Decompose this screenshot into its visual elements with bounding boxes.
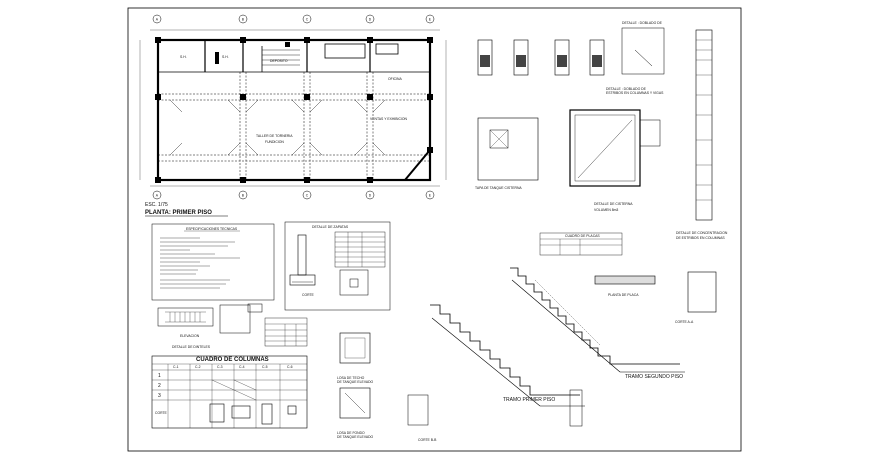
- col-row-3: 3: [158, 393, 161, 399]
- plan-scale: ESC. 1/75: [145, 202, 168, 208]
- lintels-title: DETALLE DE DINTELES: [172, 345, 211, 349]
- columns-section: CORTE: [155, 411, 168, 415]
- lintels-detail: ELEVACION DETALLE DE DINTELES: [157, 303, 308, 349]
- plan-columns: [155, 37, 433, 183]
- col-header-4: C-4: [239, 365, 245, 369]
- room-workshop: TALLER DE TORNERIA: [256, 134, 293, 138]
- plan-outer-walls: [156, 38, 432, 182]
- concentration-line1: DETALLE DE CONCENTRACION: [676, 231, 728, 235]
- tank-bottom-label1: LOSA DE FONDO: [337, 431, 365, 435]
- col-header-1: C-1: [173, 365, 179, 369]
- cistern-lid-title: TAPA DE TANQUE CISTERNA: [475, 186, 522, 190]
- room-foundry: FUNDICION: [265, 140, 284, 144]
- grid-top-d: D: [369, 17, 372, 21]
- grid-axis-top: A B C D E: [152, 14, 435, 24]
- col-header-6: C-6: [287, 365, 293, 369]
- col-header-2: C-2: [195, 365, 201, 369]
- footings-section: CORTE: [302, 293, 315, 297]
- grid-bottom-a: A: [156, 193, 159, 197]
- stirrup-detail-top: DETALLE : DOBLADO DE: [622, 21, 663, 25]
- plan-title: PLANTA: PRIMER PISO: [145, 210, 212, 216]
- tank-top-label2: DE TANQUE ELEVADO: [337, 380, 374, 384]
- stairs-first-label: TRAMO PRIMER PISO: [503, 397, 555, 403]
- footings-title: DETALLE DE ZAPATAS: [312, 225, 349, 229]
- room-office: OFICINA: [388, 77, 402, 81]
- slab-table-title: CUADRO DE PLACAS: [565, 234, 600, 238]
- concentration-line2: DE ESTRIBOS EN COLUMNAS: [676, 236, 725, 240]
- grid-top-e: E: [429, 17, 432, 21]
- slab-details: CUADRO DE PLACAS PLANTA DE PLACA CORTE A…: [539, 232, 717, 324]
- stairs-section: TRAMO SEGUNDO PISO TRAMO PRIMER PISO COR…: [407, 267, 685, 442]
- grid-top-b: B: [242, 17, 245, 21]
- stirrup-detail-line2: ESTRIBOS EN COLUMNAS Y VIGAS: [606, 91, 664, 95]
- slab-plan-title: PLANTA DE PLACA: [608, 293, 639, 297]
- sheet-border: [127, 7, 742, 452]
- tank-bottom-label2: DE TANQUE ELEVADO: [337, 435, 374, 439]
- tank-top-label1: LOSA DE TECHO: [337, 376, 365, 380]
- grid-bottom-c: C: [306, 193, 309, 197]
- grid-top-c: C: [306, 17, 309, 21]
- footings-detail: DETALLE DE ZAPATAS CORTE: [284, 221, 391, 311]
- stirrup-detail-line1: DETALLE : DOBLADO DE: [606, 87, 647, 91]
- col-row-2: 2: [158, 383, 161, 389]
- room-bath1: S.H.: [180, 55, 187, 59]
- specifications-block: ESPECIFICACIONES TECNICAS: [151, 223, 275, 301]
- plan-stair: [262, 49, 300, 66]
- slab-cut: CORTE A-A: [675, 320, 694, 324]
- grid-bottom-e: E: [429, 193, 432, 197]
- grid-bottom-b: B: [242, 193, 245, 197]
- specs-title: ESPECIFICACIONES TECNICAS: [186, 227, 238, 231]
- cistern-detail-title: DETALLE DE CISTERNA: [594, 202, 633, 206]
- columns-table: CUADRO DE COLUMNAS C-1 C-2 C-3 C-4 C-5 C…: [151, 355, 308, 429]
- tank-slabs: LOSA DE TECHO DE TANQUE ELEVADO LOSA DE …: [337, 332, 374, 439]
- grid-bottom-d: D: [369, 193, 372, 197]
- stirrup-concentration: DETALLE DE CONCENTRACION DE ESTRIBOS EN …: [676, 29, 728, 240]
- columns-title: CUADRO DE COLUMNAS: [196, 357, 269, 363]
- floor-plan: A B C D E A B C D E: [139, 14, 447, 217]
- room-store: DEPOSITO: [270, 59, 288, 63]
- col-row-1: 1: [158, 373, 161, 379]
- grid-top-a: A: [156, 17, 159, 21]
- lintels-section: ELEVACION: [180, 334, 200, 338]
- cistern-volume: VOLUMEN 8m3: [594, 208, 618, 212]
- cistern-details: TAPA DE TANQUE CISTERNA DETALLE DE CISTE…: [475, 109, 661, 212]
- room-sales: VENTAS Y EXHIBICION: [370, 117, 407, 121]
- column-beam-details: DETALLE : DOBLADO DE DETALLE : DOBLADO D…: [477, 21, 665, 95]
- col-header-3: C-3: [217, 365, 223, 369]
- stairs-second-label: TRAMO SEGUNDO PISO: [625, 374, 683, 380]
- room-bath2: S.H.: [222, 55, 229, 59]
- col-header-5: C-5: [262, 365, 268, 369]
- grid-axis-bottom: A B C D E: [152, 190, 435, 200]
- stairs-cut: CORTE B-B: [418, 438, 437, 442]
